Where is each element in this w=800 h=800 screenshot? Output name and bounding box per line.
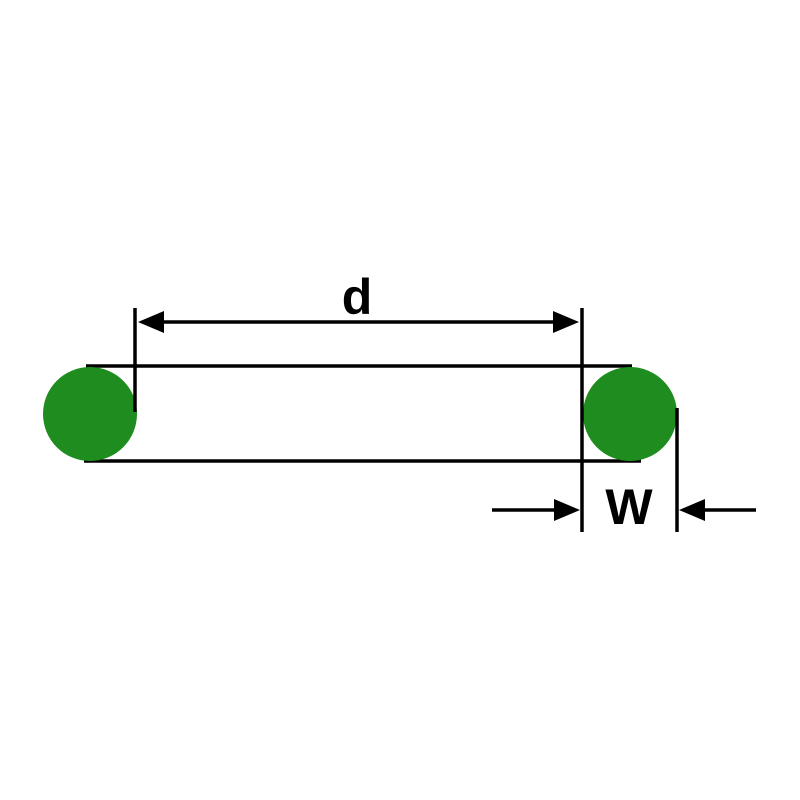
- width-arrowhead-right: [679, 499, 705, 521]
- diameter-arrowhead-left: [138, 311, 164, 333]
- width-label: W: [605, 479, 653, 535]
- width-arrowhead-left: [554, 499, 580, 521]
- diameter-label: d: [342, 269, 373, 325]
- oring-cross-section-right: [583, 367, 677, 461]
- diameter-arrowhead-right: [553, 311, 579, 333]
- oring-cross-section-left: [43, 367, 137, 461]
